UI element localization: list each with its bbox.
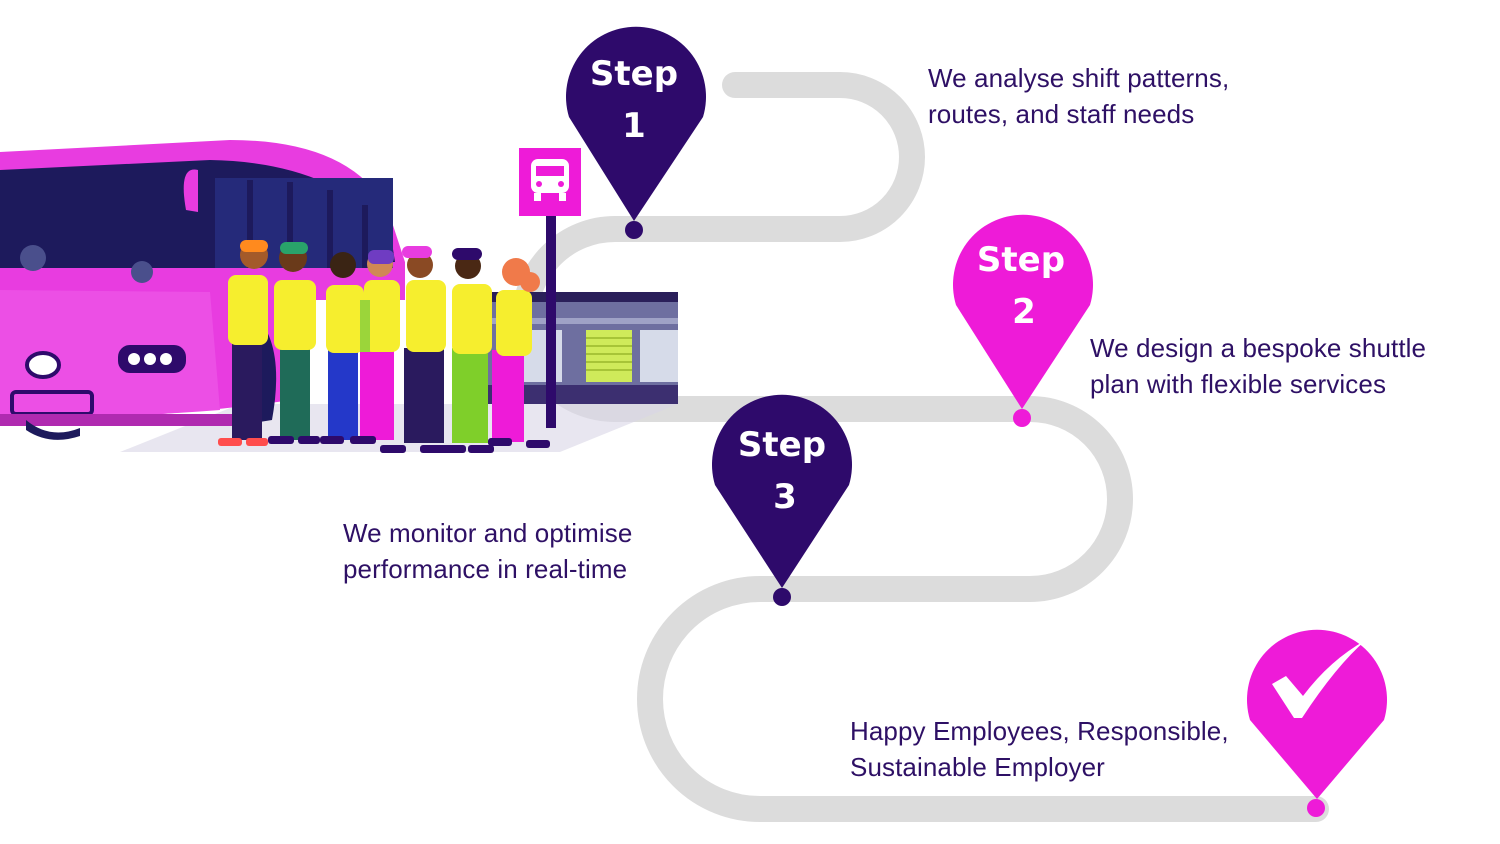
checkmark-icon [1272, 640, 1366, 718]
step-2-description: We design a bespoke shuttle plan with fl… [1090, 330, 1426, 402]
step-1-number: 1 [622, 106, 646, 146]
route-road [512, 72, 1329, 822]
step-3-description: We monitor and optimise performance in r… [343, 515, 632, 587]
step-1-title: Step [590, 54, 678, 94]
outcome-pin [1247, 629, 1387, 817]
bus-stop-sign-icon [519, 148, 581, 428]
step-2-number: 2 [1012, 292, 1036, 332]
step-3-title: Step [738, 425, 826, 465]
step-2-description-line-1: We design a bespoke shuttle [1090, 333, 1427, 363]
step-3-description-line-1: We monitor and optimise [343, 518, 633, 548]
step-3-description-line-2: performance in real-time [343, 554, 628, 584]
outcome-description: Happy Employees, Responsible, Sustainabl… [850, 713, 1229, 785]
step-2-pin: Step 2 [952, 214, 1093, 427]
step-1-description-line-2: routes, and staff needs [928, 99, 1195, 129]
step-1-pin: Step 1 [566, 26, 706, 239]
commuter-workers-icon [218, 240, 550, 453]
bus-icon [0, 140, 405, 440]
outcome-description-line-2: Sustainable Employer [850, 752, 1105, 782]
step-3-pin: Step 3 [712, 394, 853, 606]
step-1-description: We analyse shift patterns, routes, and s… [928, 60, 1229, 132]
step-2-description-line-2: plan with flexible services [1090, 369, 1387, 399]
step-3-number: 3 [773, 477, 797, 517]
outcome-description-line-1: Happy Employees, Responsible, [850, 716, 1229, 746]
step-2-title: Step [977, 240, 1065, 280]
step-1-description-line-1: We analyse shift patterns, [928, 63, 1230, 93]
